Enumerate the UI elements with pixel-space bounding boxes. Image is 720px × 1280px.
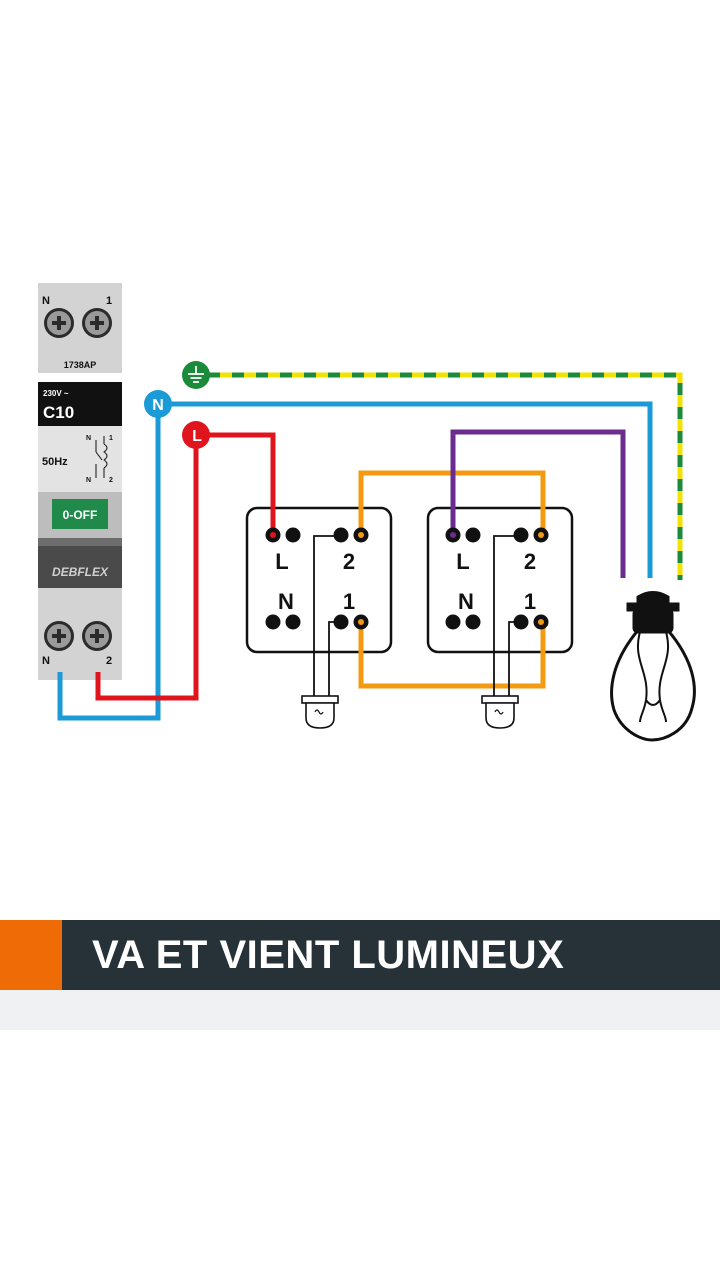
banner-accent <box>0 920 62 990</box>
neutral-wire <box>57 401 653 721</box>
breaker-switch-label: 0-OFF <box>63 508 98 522</box>
breaker-symbol-2-bottom: 2 <box>109 477 113 484</box>
live-wire <box>95 432 276 701</box>
breaker-brand: DEBFLEX <box>52 565 109 579</box>
breaker-symbol-n-bottom: N <box>86 477 91 484</box>
switch-1-terminal-l: L <box>275 549 288 574</box>
breaker-label-panel <box>38 382 122 426</box>
breaker-middle <box>38 426 122 492</box>
breaker-top-left-terminal-label: N <box>42 295 50 307</box>
neutral-marker: N <box>144 390 172 418</box>
earth-marker <box>182 361 210 389</box>
banner-strip <box>0 990 720 1030</box>
traveler-wire-1 <box>358 622 546 689</box>
switch-box-1 <box>245 506 393 654</box>
switch-1-terminal-1: 1 <box>343 589 355 614</box>
screw-icon <box>44 621 74 651</box>
breaker-model: 1738AP <box>64 360 97 370</box>
switch-1-terminal-2: 2 <box>343 549 355 574</box>
breaker-frequency: 50Hz <box>42 456 68 468</box>
title-banner: VA ET VIENT LUMINEUX <box>0 920 720 990</box>
breaker-top-right-terminal-label: 1 <box>106 295 112 307</box>
light-bulb-icon <box>610 591 696 742</box>
breaker-rating: C10 <box>43 403 74 422</box>
switch-2-terminal-n: N <box>458 589 474 614</box>
lamp-return-wire <box>450 429 626 578</box>
switch-1-terminals <box>265 527 369 630</box>
switch-2-terminal-l: L <box>456 549 469 574</box>
screw-icon <box>82 621 112 651</box>
switch-box-2 <box>426 506 574 654</box>
switch-2-terminal-1: 1 <box>524 589 536 614</box>
live-marker-label: L <box>192 428 202 445</box>
screw-icon <box>82 308 112 338</box>
banner-title: VA ET VIENT LUMINEUX <box>92 933 565 977</box>
breaker-symbol-n-top: N <box>86 435 91 442</box>
neutral-marker-label: N <box>152 397 164 414</box>
screw-icon <box>44 308 74 338</box>
switch-1-terminal-n: N <box>278 589 294 614</box>
circuit-breaker: N 1 1738AP 230V ~ C10 50Hz N 1 N 2 <box>38 283 122 680</box>
earth-wire <box>196 372 683 580</box>
breaker-bottom-right-terminal-label: 2 <box>106 655 112 667</box>
earth-icon <box>188 366 204 383</box>
live-marker: L <box>182 421 210 449</box>
breaker-bottom-left-terminal-label: N <box>42 655 50 667</box>
breaker-voltage: 230V ~ <box>43 389 69 398</box>
breaker-symbol-icon <box>95 436 108 478</box>
breaker-switch <box>52 499 108 529</box>
indicator-lamp-icon <box>481 695 519 729</box>
breaker-lever <box>38 538 122 588</box>
breaker-symbol-1-top: 1 <box>109 435 113 442</box>
indicator-lamp-icon <box>301 695 339 729</box>
switch-2-terminal-2: 2 <box>524 549 536 574</box>
